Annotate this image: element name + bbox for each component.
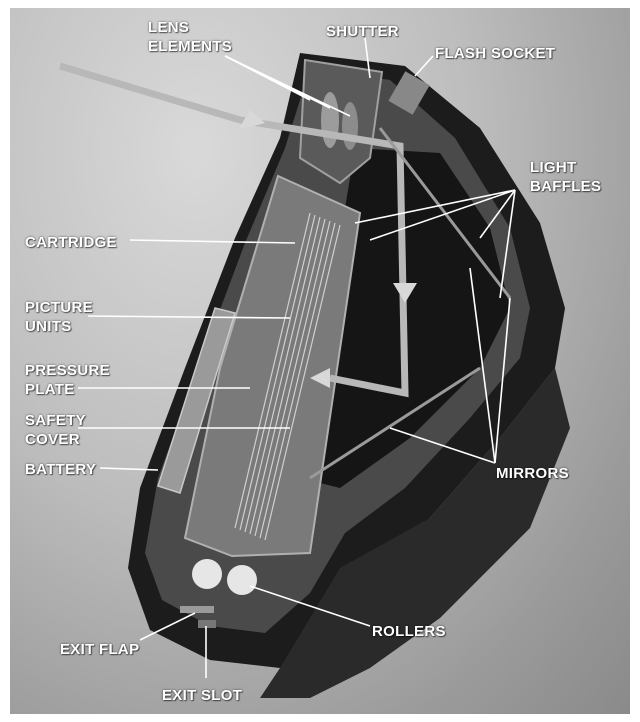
label-safety-cover: SAFETY COVER [25,412,86,448]
picture-units-stack [234,212,341,541]
leader-shutter [364,37,371,79]
flash-socket-shape [388,71,430,115]
exit-flap-shape [180,606,214,613]
camera-cutaway-illustration [58,37,570,698]
leader-mirrors-2 [469,267,496,464]
light-path-arrow [310,368,330,388]
exit-slot-shape [198,620,216,628]
roller [192,559,222,589]
leader-exit-flap [139,612,196,641]
light-path-arrow [393,283,417,303]
lens-element [342,102,358,150]
leader-mirrors-1 [389,427,496,464]
battery-shape [157,307,236,494]
leader-lines [78,37,516,678]
mirror [378,127,512,299]
label-exit-flap: EXIT FLAP [60,641,140,658]
lens-element [321,92,339,148]
leader-flash [414,55,434,77]
leader-lens-3 [224,55,351,117]
label-shutter: SHUTTER [326,23,399,40]
cartridge-shape [183,174,362,558]
leader-cartridge [129,239,296,244]
label-light-baffles: LIGHT BAFFLES [530,159,602,195]
label-rollers: ROLLERS [372,623,446,640]
label-lens-elements: LENS ELEMENTS [148,19,233,55]
leader-rollers [249,585,371,627]
label-mirrors: MIRRORS [496,465,569,482]
light-path-arrow [238,110,265,130]
leader-picture-units [87,315,291,319]
label-battery: BATTERY [25,461,97,478]
label-exit-slot: EXIT SLOT [162,687,243,704]
leader-baffle-4 [499,189,516,299]
camera-cutaway-photo: LENS ELEMENTS SHUTTER FLASH SOCKET LIGHT… [10,8,630,714]
label-cartridge: CARTRIDGE [25,234,117,251]
mirror [309,366,481,480]
leader-mirrors-3 [494,297,511,464]
leader-battery [99,467,159,471]
leader-baffle-3 [479,189,516,239]
label-picture-units: PICTURE UNITS [25,299,93,335]
label-pressure-plate: PRESSURE PLATE [25,362,110,398]
label-flash-socket: FLASH SOCKET [435,45,556,62]
light-path [58,62,409,398]
roller [227,565,257,595]
leader-baffle-2 [369,189,516,241]
leader-baffle-1 [354,189,516,224]
